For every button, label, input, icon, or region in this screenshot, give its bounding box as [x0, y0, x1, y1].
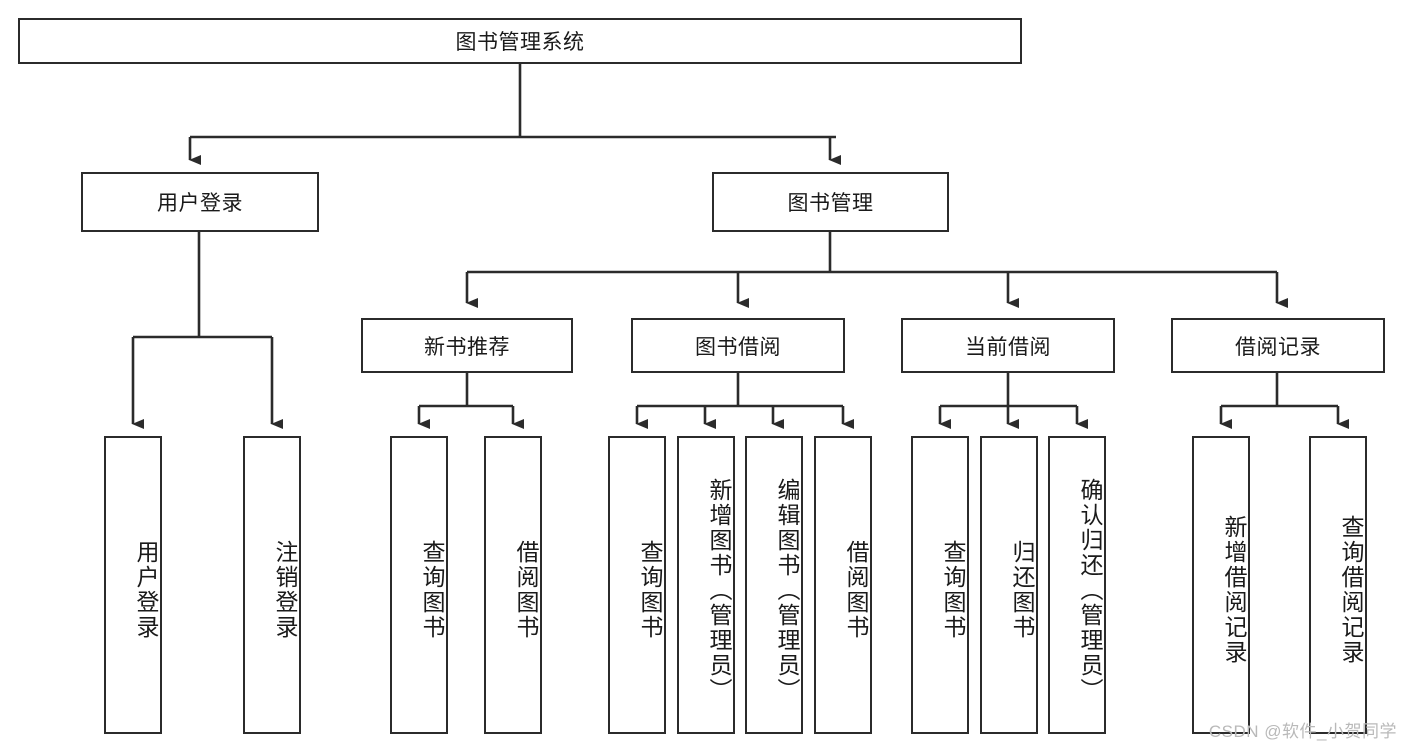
node-leaf-query-book-1-label: 查询图书: [419, 540, 445, 640]
node-book-borrow[interactable]: 图书借阅: [631, 318, 845, 373]
node-leaf-edit-book[interactable]: 编辑图书（管理员）: [745, 436, 803, 734]
node-leaf-logout[interactable]: 注销登录: [243, 436, 301, 734]
node-leaf-borrow-book-1[interactable]: 借阅图书: [484, 436, 542, 734]
node-leaf-query-record-label: 查询借阅记录: [1338, 515, 1364, 665]
node-leaf-query-record[interactable]: 查询借阅记录: [1309, 436, 1367, 734]
node-book-manage-label: 图书管理: [787, 192, 874, 215]
node-new-book-recommend[interactable]: 新书推荐: [361, 318, 573, 373]
node-root[interactable]: 图书管理系统: [18, 18, 1022, 64]
node-current-borrow[interactable]: 当前借阅: [901, 318, 1115, 373]
node-leaf-borrow-book-1-label: 借阅图书: [513, 540, 539, 640]
node-leaf-confirm-return-label: 确认归还（管理员）: [1077, 477, 1103, 703]
node-leaf-query-book-1[interactable]: 查询图书: [390, 436, 448, 734]
node-leaf-query-book-2[interactable]: 查询图书: [608, 436, 666, 734]
node-leaf-logout-label: 注销登录: [272, 540, 298, 640]
node-leaf-borrow-book-2[interactable]: 借阅图书: [814, 436, 872, 734]
watermark: CSDN @软件_小贺同学: [1208, 722, 1397, 741]
node-leaf-return-book[interactable]: 归还图书: [980, 436, 1038, 734]
node-leaf-user-login[interactable]: 用户登录: [104, 436, 162, 734]
node-leaf-add-record[interactable]: 新增借阅记录: [1192, 436, 1250, 734]
node-leaf-edit-book-label: 编辑图书（管理员）: [774, 477, 800, 703]
node-leaf-confirm-return[interactable]: 确认归还（管理员）: [1048, 436, 1106, 734]
node-new-book-recommend-label: 新书推荐: [424, 335, 510, 359]
node-leaf-return-book-label: 归还图书: [1009, 540, 1035, 640]
node-leaf-add-record-label: 新增借阅记录: [1221, 515, 1247, 665]
node-user-login[interactable]: 用户登录: [81, 172, 319, 232]
node-book-manage[interactable]: 图书管理: [712, 172, 949, 232]
node-leaf-query-book-3[interactable]: 查询图书: [911, 436, 969, 734]
node-leaf-user-login-label: 用户登录: [133, 540, 159, 640]
node-leaf-add-book[interactable]: 新增图书（管理员）: [677, 436, 735, 734]
node-leaf-query-book-3-label: 查询图书: [940, 540, 966, 640]
node-root-label: 图书管理系统: [455, 31, 585, 54]
node-current-borrow-label: 当前借阅: [965, 335, 1051, 359]
node-leaf-query-book-2-label: 查询图书: [637, 540, 663, 640]
node-borrow-record[interactable]: 借阅记录: [1171, 318, 1385, 373]
node-leaf-add-book-label: 新增图书（管理员）: [706, 477, 732, 703]
node-leaf-borrow-book-2-label: 借阅图书: [843, 540, 869, 640]
node-user-login-label: 用户登录: [157, 192, 243, 215]
node-borrow-record-label: 借阅记录: [1235, 335, 1321, 359]
node-book-borrow-label: 图书借阅: [695, 335, 781, 359]
